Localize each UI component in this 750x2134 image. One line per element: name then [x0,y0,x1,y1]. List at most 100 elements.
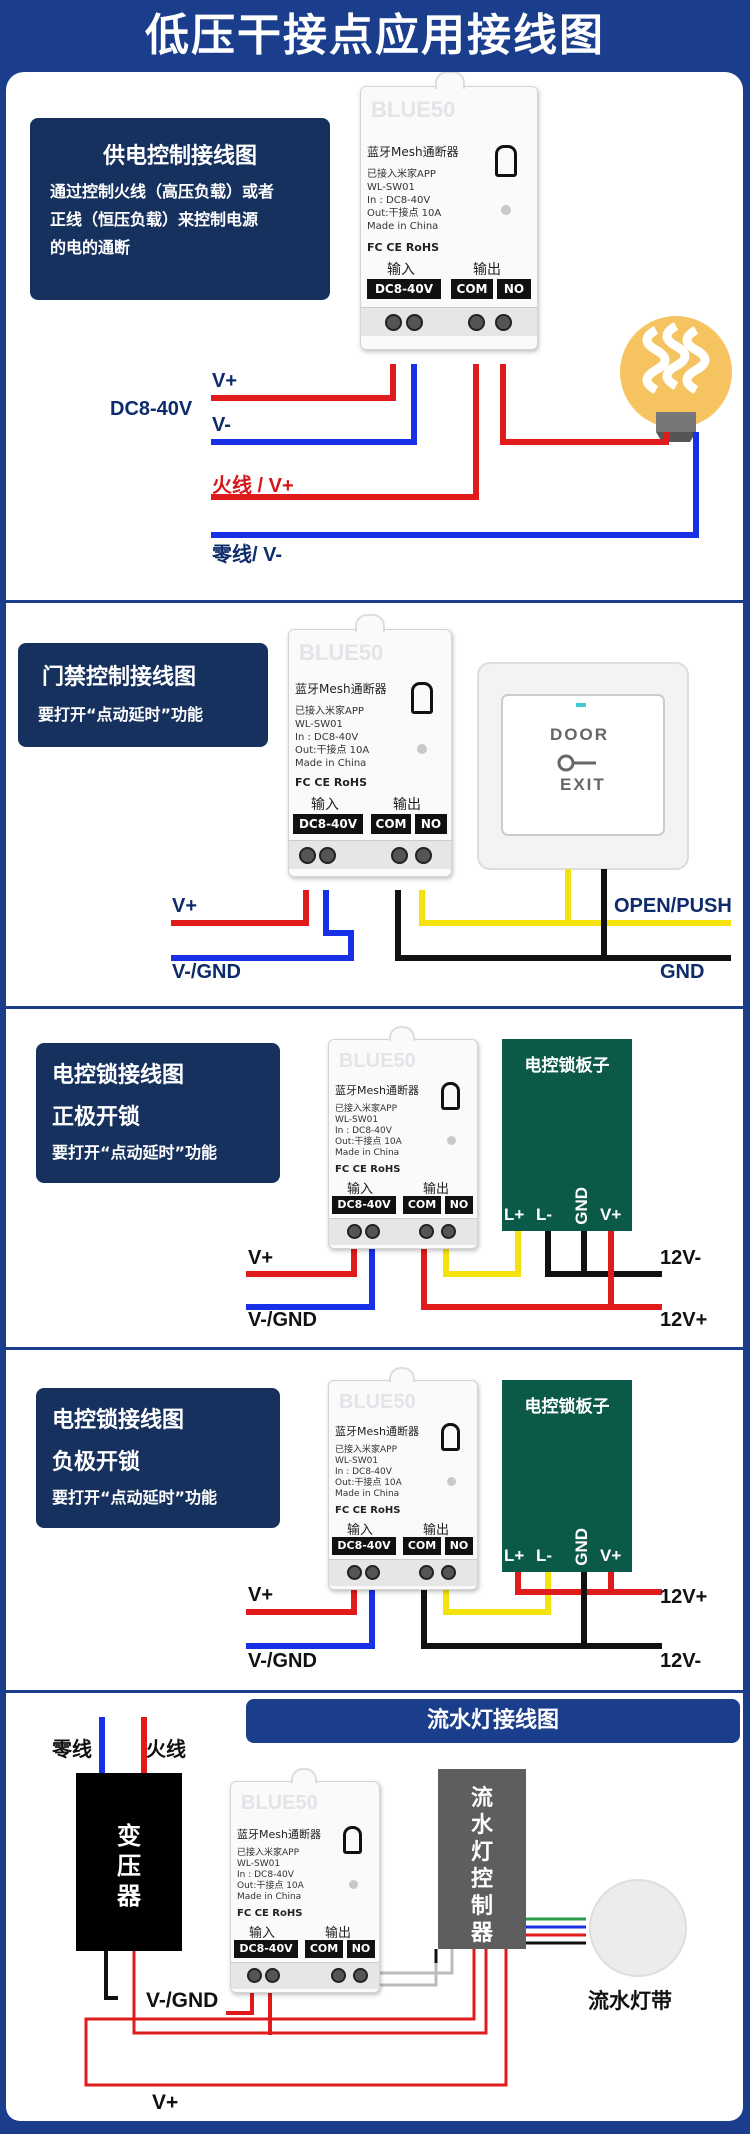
input-tag: DC8-40V [332,1196,396,1214]
relay-device: BLUE50 蓝牙Mesh通断器 已接入米家APP WL-SW01 In : D… [288,614,452,877]
terminal-no [415,847,432,864]
input-label: 输入 [387,262,415,278]
door-text: DOOR [550,725,609,744]
device-brand: BLUE50 [241,1792,318,1814]
output-label: 输出 [423,1523,450,1538]
open-push-label: OPEN/PUSH [614,895,732,917]
board-title: 电控锁板子 [524,1056,610,1076]
input-label: 输入 [311,797,339,813]
output-label: 输出 [325,1926,352,1941]
spec-4: Out:干接点 10A [367,208,442,219]
spec-4: Out:干接点 10A [335,1137,402,1147]
section-title: 门禁控制接线图 [42,665,197,690]
wires-lock-negative [246,1572,662,1649]
lock-board: 电控锁板子 L+ L- GND V+ [502,1380,632,1572]
output-label: 输出 [423,1182,450,1197]
vplus-label: V+ [248,1247,274,1269]
section-desc: 要打开“点动延时”功能 [52,1488,218,1507]
spec-2: WL-SW01 [237,1859,281,1869]
section-title: 供电控制接线图 [102,144,257,169]
spec-5: Made in China [335,1489,400,1499]
section-title: 流水灯接线图 [246,1699,740,1743]
relay-device: BLUE50 蓝牙Mesh通断器 已接入米家APP WL-SW01 In : D… [328,1367,478,1590]
spec-5: Made in China [295,758,367,769]
panel-door-control: 门禁控制接线图 要打开“点动延时”功能 BLUE50 蓝牙Mesh通断器 已接入… [6,603,743,1006]
spec-2: WL-SW01 [295,719,343,730]
terminal-in-2 [365,1224,380,1239]
vminus-label: V-/GND [248,1309,317,1331]
desc-line-3: 的电的通断 [50,238,131,257]
pin-lplus: L+ [504,1546,525,1565]
section-subtitle: 正极开锁 [52,1105,141,1130]
spec-3: In : DC8-40V [335,1467,392,1477]
wire-vplus [246,1587,357,1615]
spec-1: 已接入米家APP [367,169,436,180]
terminal-no [441,1224,456,1239]
pin-vplus: V+ [600,1546,622,1565]
pin-gnd: GND [572,1187,591,1225]
wire-vminus [246,1587,375,1649]
cert-marks: FC CE RoHS [335,1505,401,1516]
exit-text: EXIT [560,775,606,794]
spec-2: WL-SW01 [335,1115,379,1125]
com-tag: COM [305,1940,343,1958]
device-name: 蓝牙Mesh通断器 [295,682,387,696]
wire-gnd [104,1951,118,2000]
spec-4: Out:干接点 10A [237,1881,304,1891]
no-tag: NO [445,1196,473,1214]
wire-open [419,890,731,926]
device-brand: BLUE50 [339,1391,416,1413]
relay-device: BLUE50 蓝牙Mesh通断器 已接入米家APP WL-SW01 In : D… [328,1026,478,1249]
wire-gnd [395,890,731,961]
wire-vplus [246,1246,357,1277]
wire-vminus [211,364,417,445]
info-box-door: 门禁控制接线图 要打开“点动延时”功能 [18,643,268,747]
terminal-no [495,314,512,331]
spec-1: 已接入米家APP [335,1445,398,1455]
terminal-in-1 [347,1224,362,1239]
input-label: 输入 [249,1926,276,1941]
panel-power-control: 供电控制接线图 通过控制火线（高压负载）或者 正线（恒压负载）来控制电源 的电的… [6,72,743,600]
wires-door-control [171,662,731,961]
no-tag: NO [347,1940,375,1958]
input-tag: DC8-40V [293,814,363,834]
neutral-label: 零线 [52,1739,92,1761]
output-label: 输出 [473,262,501,278]
wire-com-12vminus [421,1587,662,1649]
12v-minus-label: 12V- [660,1650,702,1672]
section-title: 电控锁接线图 [52,1408,185,1433]
fire-label: 火线 [146,1739,186,1761]
terminal-no [353,1968,368,1983]
led-indicator [349,1880,358,1889]
spec-5: Made in China [237,1892,302,1902]
cert-marks: FC CE RoHS [335,1164,401,1175]
neutral-label: 零线/ V- [212,544,283,566]
spec-5: Made in China [335,1148,400,1158]
cert-marks: FC CE RoHS [295,776,367,789]
12v-plus-label: 12V+ [660,1309,708,1331]
vplus-label: V+ [212,370,238,392]
input-tag: DC8-40V [367,279,441,299]
panel-lock-positive: 电控锁接线图 正极开锁 要打开“点动延时”功能 BLUE50 蓝牙Mesh通断器… [6,1009,743,1347]
wires-lock-positive [246,1231,662,1310]
device-name: 蓝牙Mesh通断器 [367,145,459,159]
info-box-lock-pos: 电控锁接线图 正极开锁 要打开“点动延时”功能 [36,1043,280,1183]
led-indicator [447,1136,456,1145]
device-name: 蓝牙Mesh通断器 [237,1828,321,1841]
com-tag: COM [451,279,493,299]
terminal-in-1 [247,1968,262,1983]
pin-lminus: L- [536,1546,553,1565]
dc-label: DC8-40V [110,398,193,420]
terminal-in-1 [385,314,402,331]
no-tag: NO [445,1537,473,1555]
wire-no-lplus [443,1231,521,1277]
controller-label: 流水灯控制器 [470,1786,493,1946]
pin-lminus: L- [536,1205,553,1224]
wires-power-control [211,316,732,538]
terminal-in-1 [347,1565,362,1580]
terminal-in-1 [299,847,316,864]
led-indicator [447,1477,456,1486]
vminus-label: V-/GND [248,1650,317,1672]
hook-icon [411,682,433,714]
gnd-label: GND [660,961,705,983]
